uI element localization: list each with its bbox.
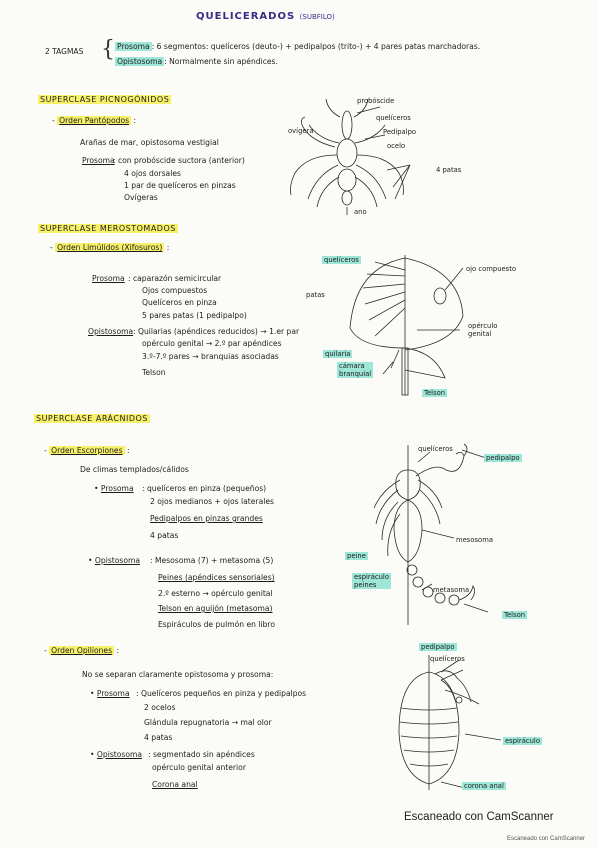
order-limulida: - Orden Limúlidos (Xifosuros) : — [50, 243, 170, 252]
limulus-diagram — [349, 255, 464, 396]
tagmas-prosoma-line: Prosoma: 6 segmentos: quelíceros (deuto-… — [115, 42, 480, 51]
order-pantopoda: - Orden Pantópodos : — [52, 116, 137, 125]
opistosoma-text: : Normalmente sin apéndices. — [164, 57, 278, 66]
scorp-pro-line-1: 2 ojos medianos + ojos laterales — [150, 497, 274, 506]
label-ano: ano — [354, 208, 367, 216]
pycno-line-2: 1 par de quelíceros en pinzas — [124, 181, 236, 190]
opil-op-line-1: opérculo genital anterior — [152, 763, 246, 772]
label-scorp-telson: Telson — [502, 611, 528, 619]
mero-op-line-3: Telson — [142, 368, 166, 377]
mero-pro-line-0: : caparazón semicircular — [128, 274, 222, 283]
scorp-op-line-2: 2.º esterno → opérculo genital — [158, 589, 273, 598]
scanner-watermark-small: Escaneado con CamScanner — [507, 836, 586, 842]
section-arachnida: SUPERCLASE ARÁCNIDOS — [34, 414, 150, 423]
label-scorp-queliceros: quelíceros — [418, 445, 453, 453]
label-mesosoma: mesosoma — [456, 536, 493, 544]
page-title: QUELICERADOS (SUBFILO) — [196, 11, 335, 22]
mero-pro-line-2: Quelíceros en pinza — [142, 298, 217, 307]
label-limulus-queliceros: quelíceros — [322, 256, 361, 264]
scorp-op-line-1: Peines (apéndices sensoriales) — [158, 573, 275, 582]
label-operculo: opérculo genital — [468, 322, 498, 338]
label-proboscide: probóscide — [357, 97, 395, 105]
page-subtitle: (SUBFILO) — [299, 13, 335, 21]
scorp-opistosoma-label: • Opistosoma — [88, 556, 141, 565]
pycno-line-3: Ovígeras — [124, 193, 158, 202]
opil-pro-line-0: : Quelíceros pequeños en pinza y pedipal… — [136, 689, 307, 698]
scorp-pro-line-3: 4 patas — [150, 531, 179, 540]
pycnogonid-diagram — [290, 98, 411, 215]
label-ocelo: ocelo — [387, 142, 406, 150]
scanner-watermark: Escaneado con CamScanner — [404, 811, 554, 823]
scorp-pro-line-2: Pedipalpos en pinzas grandes — [150, 514, 263, 523]
label-metasoma: metasoma — [433, 586, 470, 594]
label-opil-pedipalpo: pedipalpo — [419, 643, 457, 651]
label-opil-queliceros: quelíceros — [430, 655, 465, 663]
opil-pro-line-3: 4 patas — [144, 733, 173, 742]
scorp-prosoma-label: • Prosoma — [94, 484, 134, 493]
opil-op-line-2: Corona anal — [152, 780, 198, 789]
order-opiliones: - Orden Opiliones : — [44, 646, 120, 655]
label-pycno-queliceros: quelíceros — [376, 114, 411, 122]
label-opil-espiraculo: espiráculo — [503, 737, 542, 745]
mero-pro-line-1: Ojos compuestos — [142, 286, 208, 295]
prosoma-term: Prosoma — [115, 42, 152, 51]
pycno-line-1: 4 ojos dorsales — [124, 169, 181, 178]
tagmas-opistosoma-line: Opistosoma: Normalmente sin apéndices. — [115, 57, 278, 66]
label-limulus-patas: patas — [306, 291, 325, 299]
scorp-intro: De climas templados/cálidos — [80, 465, 189, 474]
label-ojo-compuesto: ojo compuesto — [466, 265, 517, 273]
opistosoma-term: Opistosoma — [115, 57, 165, 66]
opil-intro: No se separan claramente opistosoma y pr… — [82, 670, 274, 679]
opilion-diagram — [398, 655, 502, 790]
label-pycno-pedipalpo: Pedipalpo — [383, 128, 417, 136]
mero-op-line-0: : Quilarias (apéndices reducidos) → 1.er… — [133, 327, 300, 336]
order-scorpiones: - Orden Escorpiones : — [44, 446, 130, 455]
pycno-prosoma-label: Prosoma — [82, 156, 115, 165]
section-merostomata: SUPERCLASE MEROSTOMADOS — [38, 224, 178, 233]
opil-op-line-0: : segmentado sin apéndices — [148, 750, 255, 759]
pycno-intro: Arañas de mar, opistosoma vestigial — [80, 138, 219, 147]
mero-op-line-2: 3.º-7.º pares → branquias asociadas — [142, 352, 279, 361]
opil-prosoma-label: • Prosoma — [90, 689, 130, 698]
mero-op-line-1: opérculo genital → 2.º par apéndices — [142, 339, 282, 348]
scorp-op-line-3: Telson en aguijón (metasoma) — [158, 604, 273, 613]
section-pycnogonida: SUPERCLASE PICNOGÓNIDOS — [38, 95, 172, 104]
brace-icon: { — [101, 37, 115, 62]
pycno-line-0: : con probóscide suctora (anterior) — [113, 156, 245, 165]
label-peine: peine — [345, 552, 368, 560]
tagmas-label: 2 TAGMAS — [45, 47, 84, 56]
label-ovigera: ovígera — [288, 127, 314, 135]
label-scorp-pedipalpo: pedipalpo — [484, 454, 522, 462]
mero-opistosoma-label: Opistosoma — [88, 327, 134, 336]
opil-opistosoma-label: • Opistosoma — [90, 750, 143, 759]
opil-pro-line-2: Glándula repugnatoria → mal olor — [144, 718, 272, 727]
prosoma-text: : 6 segmentos: quelíceros (deuto-) + ped… — [151, 42, 481, 51]
scorp-op-line-4: Espiráculos de pulmón en libro — [158, 620, 276, 629]
label-scorp-espiraculo: espiráculo peines — [352, 573, 391, 589]
mero-prosoma-label: Prosoma — [92, 274, 125, 283]
label-limulus-telson: Telson — [422, 389, 448, 397]
scorp-pro-line-0: : quelíceros en pinza (pequeños) — [142, 484, 267, 493]
label-quilaria: quilaria — [323, 350, 353, 358]
scorpion-diagram — [373, 443, 489, 625]
scorp-op-line-0: : Mesosoma (7) + metasoma (5) — [150, 556, 274, 565]
label-corona-anal: corona anal — [462, 782, 506, 790]
label-camara: cámara branquial — [337, 362, 374, 378]
label-pycno-patas: 4 patas — [436, 166, 462, 174]
mero-pro-line-3: 5 pares patas (1 pedipalpo) — [142, 311, 247, 320]
opil-pro-line-1: 2 ocelos — [144, 703, 176, 712]
